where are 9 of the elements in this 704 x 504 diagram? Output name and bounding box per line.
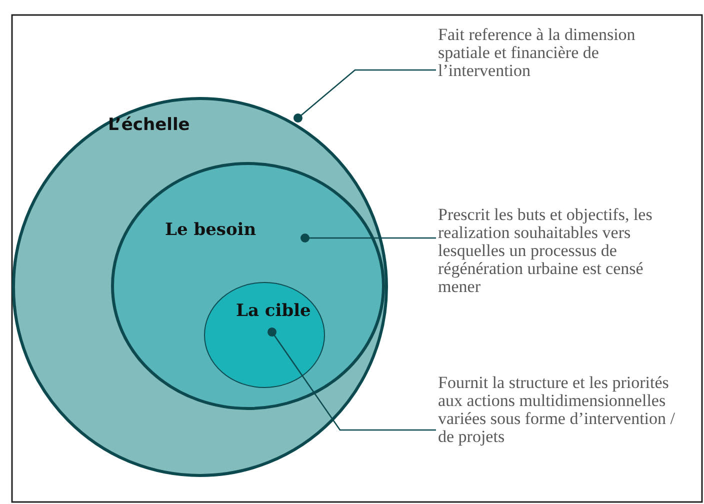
leader-line [300,234,436,242]
circle-label: L’échelle [108,115,190,135]
circle-label: Le besoin [165,220,256,240]
description-text: Fournit la structure et les priorités aux actions multidimensionnelles variées sous forme d’intervention / de projets [438,374,690,446]
leader-line [268,328,436,431]
leader-line [294,69,436,122]
description-text: Fait reference à la dimension spatiale et financière de l’intervention [438,26,690,80]
circle-label: La cible [236,301,311,321]
description-text: Prescrit les buts et objectifs, les realization souhaitables vers lesquelles un processus de régénération urbaine est censé mener [438,206,690,296]
